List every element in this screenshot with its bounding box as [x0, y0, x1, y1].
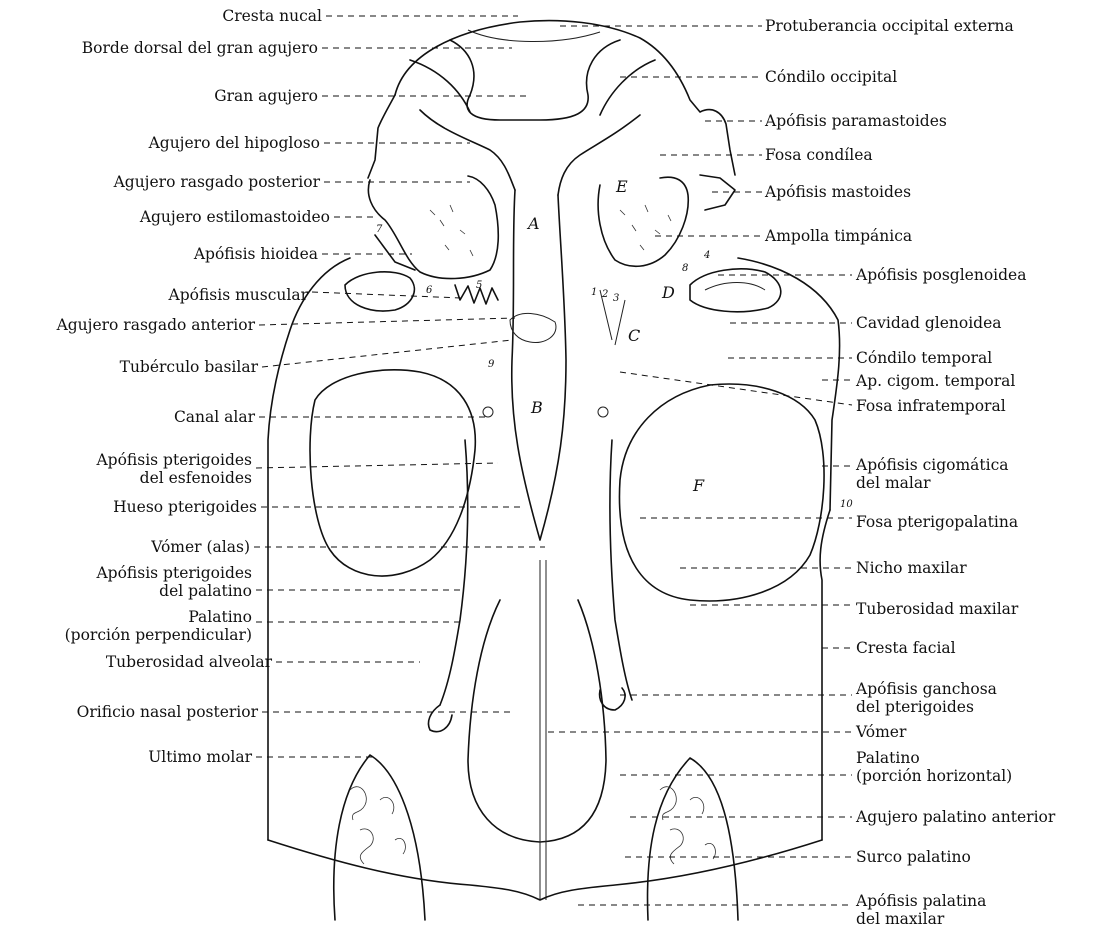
number-5: 5	[476, 280, 482, 291]
label-tuberculo-basilar: Tubérculo basilar	[120, 358, 259, 376]
label-ap-cigom-temporal: Ap. cigom. temporal	[855, 372, 1015, 390]
label-apofisis-pterigoides-palatino-2: del palatino	[159, 582, 252, 600]
label-agujero-hipogloso: Agujero del hipogloso	[148, 134, 320, 152]
label-vomer: Vómer	[855, 723, 907, 741]
label-palatino-perpendicular-2: (porción perpendicular)	[65, 626, 252, 644]
label-cavidad-glenoidea: Cavidad glenoidea	[856, 314, 1002, 332]
label-apofisis-pterigoides-esfenoides: Apófisis pterigoides	[95, 451, 252, 469]
label-palatino-perpendicular: Palatino	[188, 608, 252, 626]
label-cresta-facial: Cresta facial	[856, 639, 956, 657]
label-tuberosidad-alveolar: Tuberosidad alveolar	[106, 653, 273, 671]
label-apofisis-cigomatica-malar: Apófisis cigomática	[855, 456, 1009, 474]
label-apofisis-paramastoides: Apófisis paramastoides	[764, 112, 947, 130]
number-9: 9	[488, 359, 495, 370]
label-palatino-horizontal: Palatino	[856, 749, 920, 767]
label-palatino-horizontal-2: (porción horizontal)	[856, 767, 1012, 785]
label-borde-dorsal: Borde dorsal del gran agujero	[82, 39, 318, 57]
label-tuberosidad-maxilar: Tuberosidad maxilar	[856, 600, 1019, 618]
label-apofisis-ganchosa-2: del pterigoides	[856, 698, 974, 716]
number-3: 3	[613, 293, 619, 304]
labels-left: Cresta nucal Borde dorsal del gran aguje…	[56, 7, 545, 766]
letter-f: F	[692, 476, 705, 495]
label-vomer-alas: Vómer (alas)	[150, 538, 250, 556]
figure-numbers: 1 2 3 4 5 6 7 8 9 10	[376, 224, 853, 510]
number-2: 2	[601, 289, 608, 300]
label-agujero-palatino-anterior: Agujero palatino anterior	[855, 808, 1056, 826]
label-gran-agujero: Gran agujero	[214, 87, 318, 105]
number-4: 4	[703, 250, 710, 261]
label-apofisis-cigomatica-malar-2: del malar	[856, 474, 931, 492]
letter-a: A	[526, 214, 540, 233]
label-apofisis-muscular: Apófisis muscular	[168, 286, 309, 304]
label-nicho-maxilar: Nicho maxilar	[856, 559, 967, 577]
label-apofisis-palatina-maxilar: Apófisis palatina	[855, 892, 986, 910]
label-fosa-infratemporal: Fosa infratemporal	[856, 397, 1006, 415]
letter-d: D	[661, 283, 675, 302]
label-fosa-pterigopalatina: Fosa pterigopalatina	[856, 513, 1018, 531]
label-agujero-rasgado-anterior: Agujero rasgado anterior	[56, 316, 256, 334]
number-8: 8	[682, 263, 688, 274]
number-6: 6	[426, 285, 433, 296]
label-ultimo-molar: Ultimo molar	[148, 748, 252, 766]
label-surco-palatino: Surco palatino	[856, 848, 971, 866]
label-apofisis-palatina-maxilar-2: del maxilar	[856, 910, 945, 928]
label-hueso-pterigoides: Hueso pterigoides	[113, 498, 257, 516]
label-apofisis-pterigoides-palatino: Apófisis pterigoides	[95, 564, 252, 582]
label-condilo-temporal: Cóndilo temporal	[856, 349, 992, 367]
label-apofisis-hioidea: Apófisis hioidea	[193, 245, 318, 263]
label-apofisis-ganchosa: Apófisis ganchosa	[855, 680, 997, 698]
label-apofisis-mastoides: Apófisis mastoides	[764, 183, 911, 201]
labels-right: Protuberancia occipital externa Cóndilo …	[548, 17, 1056, 928]
label-protuberancia: Protuberancia occipital externa	[765, 17, 1014, 35]
label-apofisis-pterigoides-esfenoides-2: del esfenoides	[140, 469, 252, 487]
label-fosa-condilea: Fosa condílea	[765, 146, 873, 164]
label-agujero-rasgado-posterior: Agujero rasgado posterior	[113, 173, 321, 191]
letter-e: E	[615, 177, 628, 196]
label-agujero-estilomastoideo: Agujero estilomastoideo	[139, 208, 330, 226]
label-canal-alar: Canal alar	[174, 408, 256, 426]
label-cresta-nucal: Cresta nucal	[222, 7, 322, 25]
label-apofisis-posglenoidea: Apófisis posglenoidea	[855, 266, 1026, 284]
label-orificio-nasal-posterior: Orificio nasal posterior	[77, 703, 259, 721]
label-condilo-occipital: Cóndilo occipital	[765, 68, 897, 86]
number-1: 1	[591, 287, 597, 298]
letter-b: B	[530, 398, 543, 417]
number-7: 7	[376, 224, 383, 235]
label-ampolla-timpanica: Ampolla timpánica	[764, 227, 912, 245]
letter-c: C	[628, 326, 640, 345]
number-10: 10	[840, 499, 853, 510]
